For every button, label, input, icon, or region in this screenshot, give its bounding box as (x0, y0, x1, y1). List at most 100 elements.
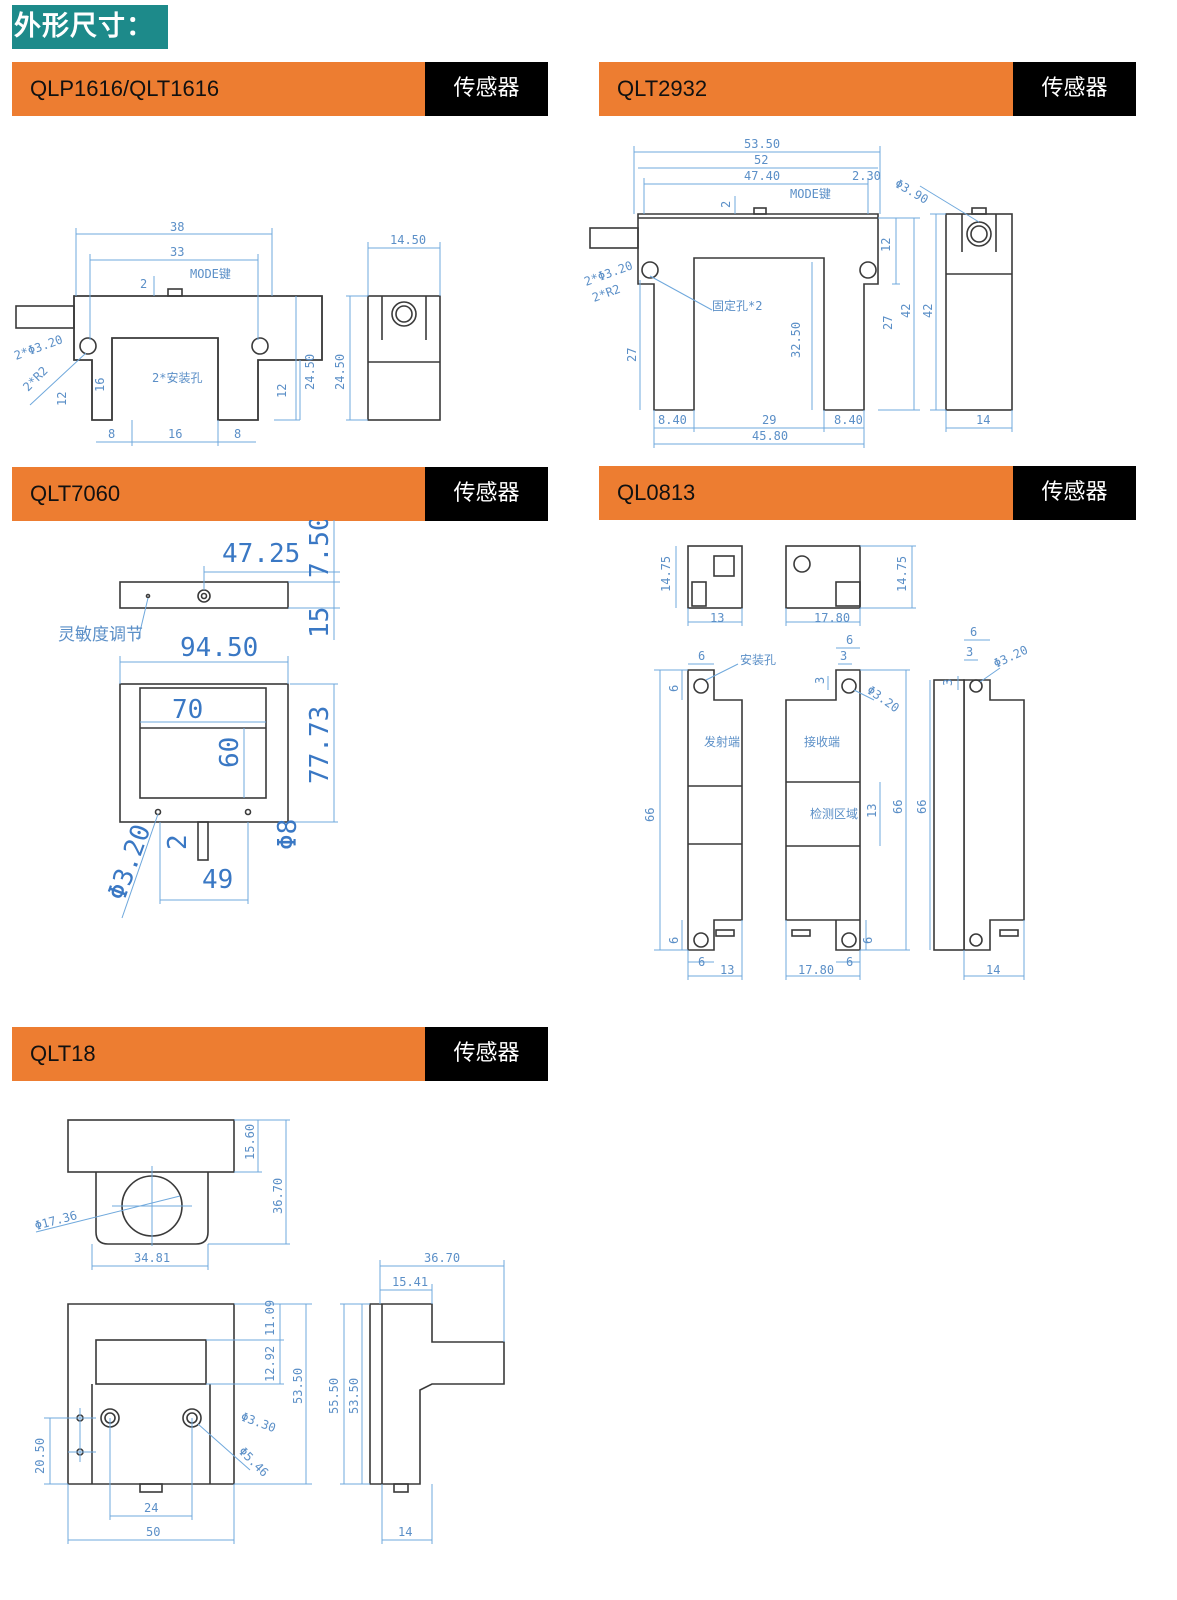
dim-d1736: Φ17.36 (33, 1208, 79, 1233)
dim-6-bottom-a: 6 (698, 955, 705, 969)
mount-label: 安装孔 (740, 652, 776, 667)
dim-13-a: 13 (710, 611, 724, 625)
section-header-qlt18: QLT18 传感器 (12, 1027, 548, 1081)
dim-d320-a: Φ3.20 (864, 683, 902, 715)
dim-52: 52 (754, 153, 768, 167)
dim-12-left: 12 (55, 392, 69, 406)
mount-label: 2*安装孔 (152, 370, 202, 385)
model-name: QLT7060 (12, 467, 425, 521)
model-name: QLP1616/QLT1616 (12, 62, 425, 116)
dim-6-bottom-b: 6 (846, 955, 853, 969)
dim-6-side-b: 6 (667, 937, 681, 944)
dim-6-top-c: 6 (970, 625, 977, 639)
dim-33: 33 (170, 245, 184, 259)
dim-8-left: 8 (108, 427, 115, 441)
dim-14: 14 (976, 413, 990, 427)
dim-7773: 77.73 (305, 706, 335, 784)
cable (589, 227, 639, 249)
dim-d320: Φ3.20 (102, 821, 157, 905)
dim-5350-a: 53.50 (291, 1368, 305, 1404)
dim-d320-b: Φ3.20 (991, 643, 1030, 671)
receiver-front-view (785, 669, 861, 951)
dim-13-v: 13 (865, 804, 879, 818)
dim-840-b: 8.40 (834, 413, 863, 427)
receiver-top-view (785, 545, 861, 609)
mount-hole-right (251, 337, 269, 355)
dim-1541: 15.41 (392, 1275, 428, 1289)
model-kind: 传感器 (1013, 466, 1136, 520)
dim-1780-a: 17.80 (814, 611, 850, 625)
emitter-top-view (687, 545, 743, 609)
dim-2050: 20.50 (33, 1438, 47, 1474)
drawing-ql0813: 14.75 13 17.80 14.75 6 安装孔 6 66 发射端 6 6 … (643, 545, 1030, 980)
model-kind: 传感器 (1013, 62, 1136, 116)
dim-1780-b: 17.80 (798, 963, 834, 977)
model-kind: 传感器 (425, 1027, 548, 1081)
dim-6-top-b: 6 (846, 633, 853, 647)
mount-hole-left (79, 337, 97, 355)
dim-6-side-c: 6 (861, 937, 875, 944)
dim-8-right: 8 (234, 427, 241, 441)
dim-14: 14 (398, 1525, 412, 1539)
dim-12: 12 (879, 238, 893, 252)
dim-4580: 45.80 (752, 429, 788, 443)
drawing-qlt7060: 47.25 7.50 15 灵敏度调节 94.50 70 60 77.73 Φ3… (58, 520, 340, 919)
mode-key-label: MODE键 (190, 267, 231, 281)
section-header-qlp1616: QLP1616/QLT1616 传感器 (12, 62, 548, 116)
mode-key (753, 207, 767, 215)
dim-d8: Φ8 (273, 819, 303, 850)
drawing-qlp1616: 38 33 2 MODE键 2*Φ3.20 2*R2 2*安装孔 16 12 1… (12, 220, 441, 446)
dim-5550: 55.50 (327, 1378, 341, 1414)
dim-4740: 47.40 (744, 169, 780, 183)
side-view (945, 213, 1013, 411)
drawing-qlt2932: 53.50 52 47.40 2.30 Φ3.90 2 MODE键 2*Φ3.2… (582, 137, 1013, 448)
dim-24: 24 (144, 1501, 158, 1515)
dim-16-v: 16 (93, 378, 107, 392)
model-name: QLT18 (12, 1027, 425, 1081)
drawing-qlt18: 15.60 36.70 Φ17.36 34.81 11.09 12.92 53.… (33, 1119, 505, 1544)
dim-1109: 11.09 (263, 1300, 277, 1336)
side-view (963, 679, 1025, 951)
section-header-qlt2932: QLT2932 传感器 (599, 62, 1136, 116)
dim-3-side-a: 3 (813, 677, 827, 684)
hole-label: 2*Φ3.20 (12, 332, 64, 362)
dim-3-top-b: 3 (966, 645, 973, 659)
mode-key-label: MODE键 (790, 187, 831, 201)
model-kind: 传感器 (425, 467, 548, 521)
dim-15: 15 (305, 607, 335, 638)
dim-2: 2 (163, 834, 193, 850)
receiver-label: 接收端 (804, 734, 840, 749)
dim-42-b: 42 (921, 304, 935, 318)
dim-16-h: 16 (168, 427, 182, 441)
dim-13-b: 13 (720, 963, 734, 977)
sensor-body (637, 213, 879, 411)
mode-key (167, 288, 183, 297)
sensing-window (139, 687, 267, 799)
dim-42-a: 42 (899, 304, 913, 318)
dim-2: 2 (140, 277, 147, 291)
dim-27-a: 27 (625, 348, 639, 362)
dim-1475-b: 14.75 (895, 556, 909, 592)
model-kind: 传感器 (425, 62, 548, 116)
top-view-cap (67, 1119, 235, 1173)
dim-3-top-a: 3 (840, 649, 847, 663)
dim-d330: Φ3.30 (239, 1410, 278, 1436)
dim-27-b: 27 (881, 316, 895, 330)
dim-6-side-a: 6 (667, 685, 681, 692)
front-view (119, 683, 289, 823)
model-name: QLT2932 (599, 62, 1013, 116)
dim-1292: 12.92 (263, 1346, 277, 1382)
emitter-label: 发射端 (704, 734, 740, 749)
dim-1475-a: 14.75 (659, 556, 673, 592)
dim-3670-h: 36.70 (424, 1251, 460, 1265)
fix-hole-label: 固定孔*2 (712, 298, 762, 313)
dim-38: 38 (170, 220, 184, 234)
dim-14: 14 (986, 963, 1000, 977)
dim-12-right: 12 (275, 384, 289, 398)
side-view (369, 1303, 505, 1485)
dim-29: 29 (762, 413, 776, 427)
dim-840-a: 8.40 (658, 413, 687, 427)
dim-49: 49 (202, 865, 233, 895)
dim-5350: 53.50 (744, 137, 780, 151)
dim-3250: 32.50 (789, 322, 803, 358)
